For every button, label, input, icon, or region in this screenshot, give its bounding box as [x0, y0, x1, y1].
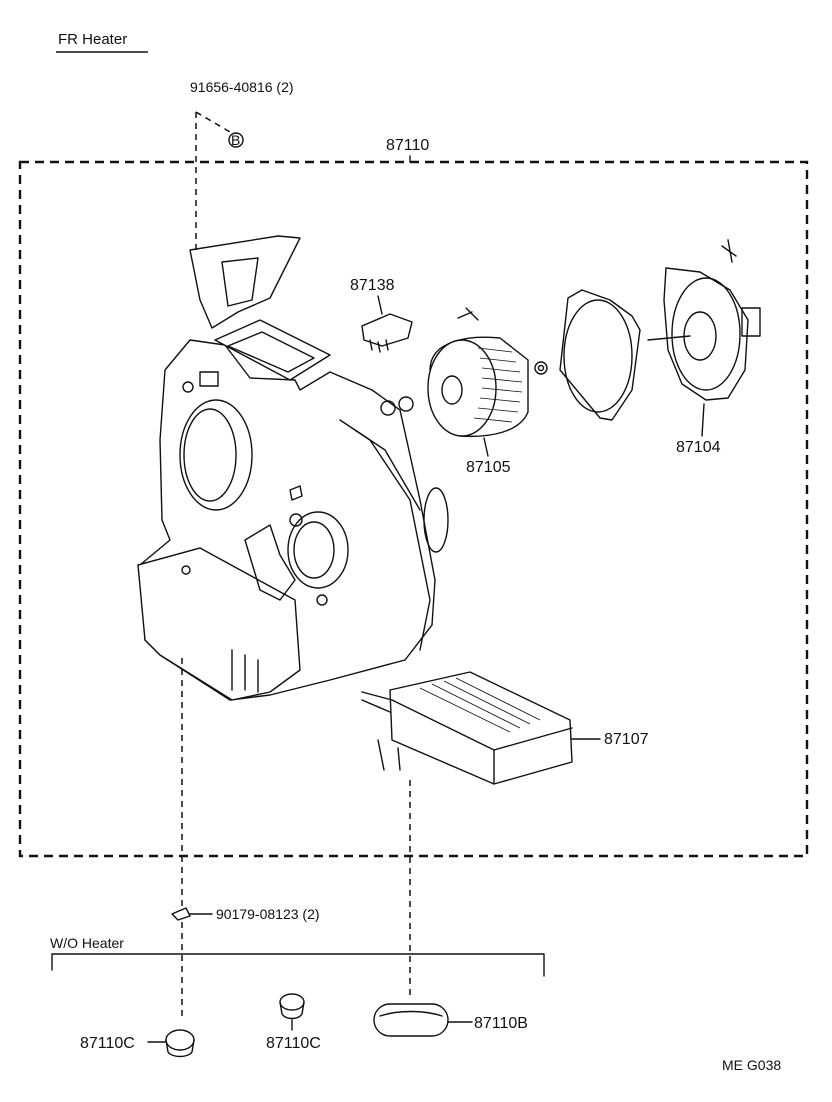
resistor-label: 87138 — [350, 277, 395, 294]
plug-middle-label: 87110C — [266, 1035, 321, 1052]
heater-housing — [137, 235, 449, 701]
assembly-label: 87110 — [386, 137, 429, 154]
section-bracket — [51, 953, 545, 977]
diagram-code: ME G038 — [722, 1057, 781, 1073]
section-label: W/O Heater — [50, 935, 124, 951]
svg-text:B: B — [231, 132, 240, 148]
blower-motor-part — [647, 267, 761, 401]
nut-part — [380, 361, 548, 416]
assembly-boundary — [18, 160, 809, 858]
page-title: FR Heater — [58, 31, 127, 48]
plug-right-part — [373, 1003, 449, 1037]
clip-bottom-part — [171, 907, 191, 921]
blower-motor-label: 87104 — [676, 439, 721, 456]
motor-gasket-part — [559, 289, 641, 421]
plug-right-label: 87110B — [474, 1015, 528, 1032]
clip-bottom-label: 90179-08123 (2) — [216, 906, 320, 922]
screw-part — [457, 239, 737, 321]
plug-left-part — [165, 1029, 195, 1058]
plug-left-label: 87110C — [80, 1035, 135, 1052]
resistor-leader — [377, 295, 383, 315]
clip-top-label: 91656-40816 (2) — [190, 79, 294, 95]
clip-top-leader — [195, 111, 231, 133]
blower-fan-leader — [483, 437, 489, 457]
blower-fan-part — [427, 336, 529, 438]
blower-fan-label: 87105 — [466, 459, 511, 476]
plug-middle-part — [279, 993, 305, 1031]
clip-marker-b: B — [228, 132, 244, 148]
heater-core-label: 87107 — [604, 731, 649, 748]
heater-core-part — [361, 671, 573, 785]
blower-motor-leader — [701, 403, 705, 437]
resistor-part — [361, 313, 413, 353]
